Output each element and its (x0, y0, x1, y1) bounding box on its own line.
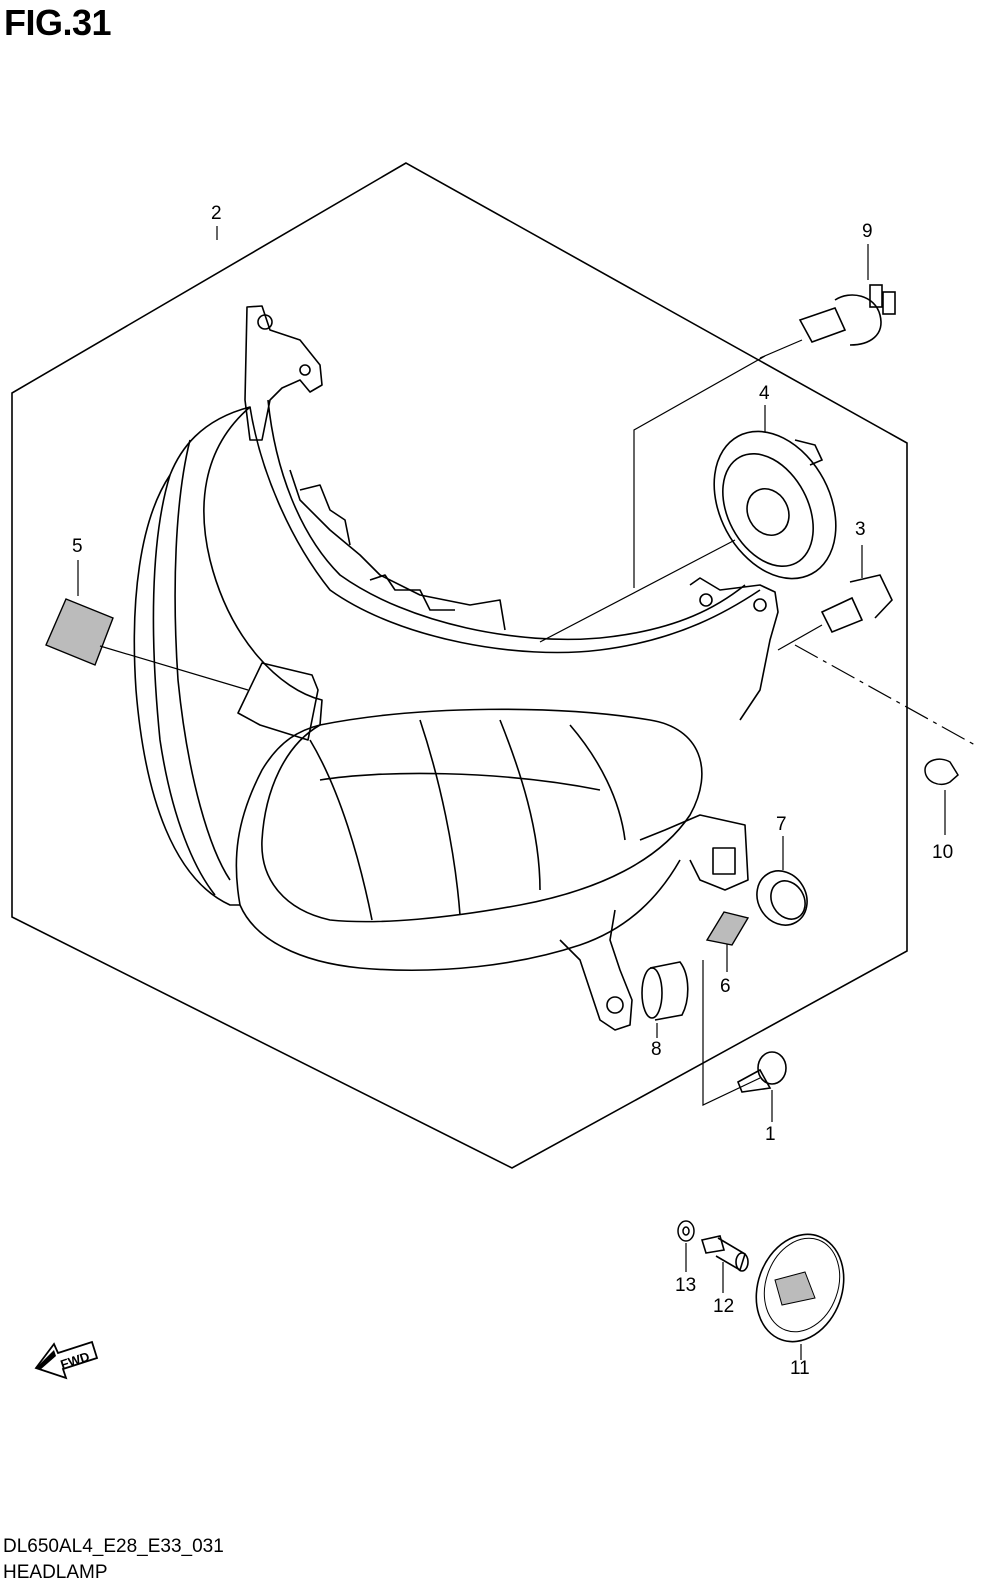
part-7-grommet (756, 836, 808, 926)
assembly-boundary (11, 162, 908, 1169)
part-10-wedge-bulb (924, 758, 959, 835)
leader-part-10 (794, 644, 976, 746)
part-13-washer (677, 1220, 695, 1272)
part-11-reflector (755, 1233, 845, 1360)
sub-boundary-screw (702, 960, 761, 1106)
part-5-reflector-pad (45, 560, 249, 691)
callout-10: 10 (932, 842, 953, 863)
part-9-headlamp-bulb (759, 244, 896, 359)
callout-2: 2 (211, 203, 222, 224)
sub-boundary-lamp (633, 355, 766, 588)
part-4-socket-ring (539, 405, 837, 643)
callout-7: 7 (776, 814, 787, 835)
callout-4: 4 (759, 383, 770, 404)
callout-1: 1 (765, 1124, 776, 1145)
part-12-spacer (700, 1235, 749, 1293)
callout-5: 5 (72, 536, 83, 557)
figure-title: FIG.31 (4, 2, 112, 43)
figure-code: DL650AL4_E28_E33_031 (3, 1536, 224, 1557)
headlamp-housing (133, 305, 779, 1031)
callout-12: 12 (713, 1296, 734, 1317)
part-1-screw (736, 1051, 787, 1122)
callout-6: 6 (720, 976, 731, 997)
fwd-arrow-icon: FWD (34, 1340, 99, 1380)
callout-8: 8 (651, 1039, 662, 1060)
callout-13: 13 (675, 1275, 696, 1296)
part-3-bulb-socket (777, 545, 893, 651)
figure-name: HEADLAMP (3, 1562, 108, 1583)
callout-9: 9 (862, 221, 873, 242)
callout-11: 11 (790, 1358, 810, 1379)
part-8-cushion (641, 961, 689, 1038)
callout-3: 3 (855, 519, 866, 540)
part-6-pad (705, 911, 750, 972)
